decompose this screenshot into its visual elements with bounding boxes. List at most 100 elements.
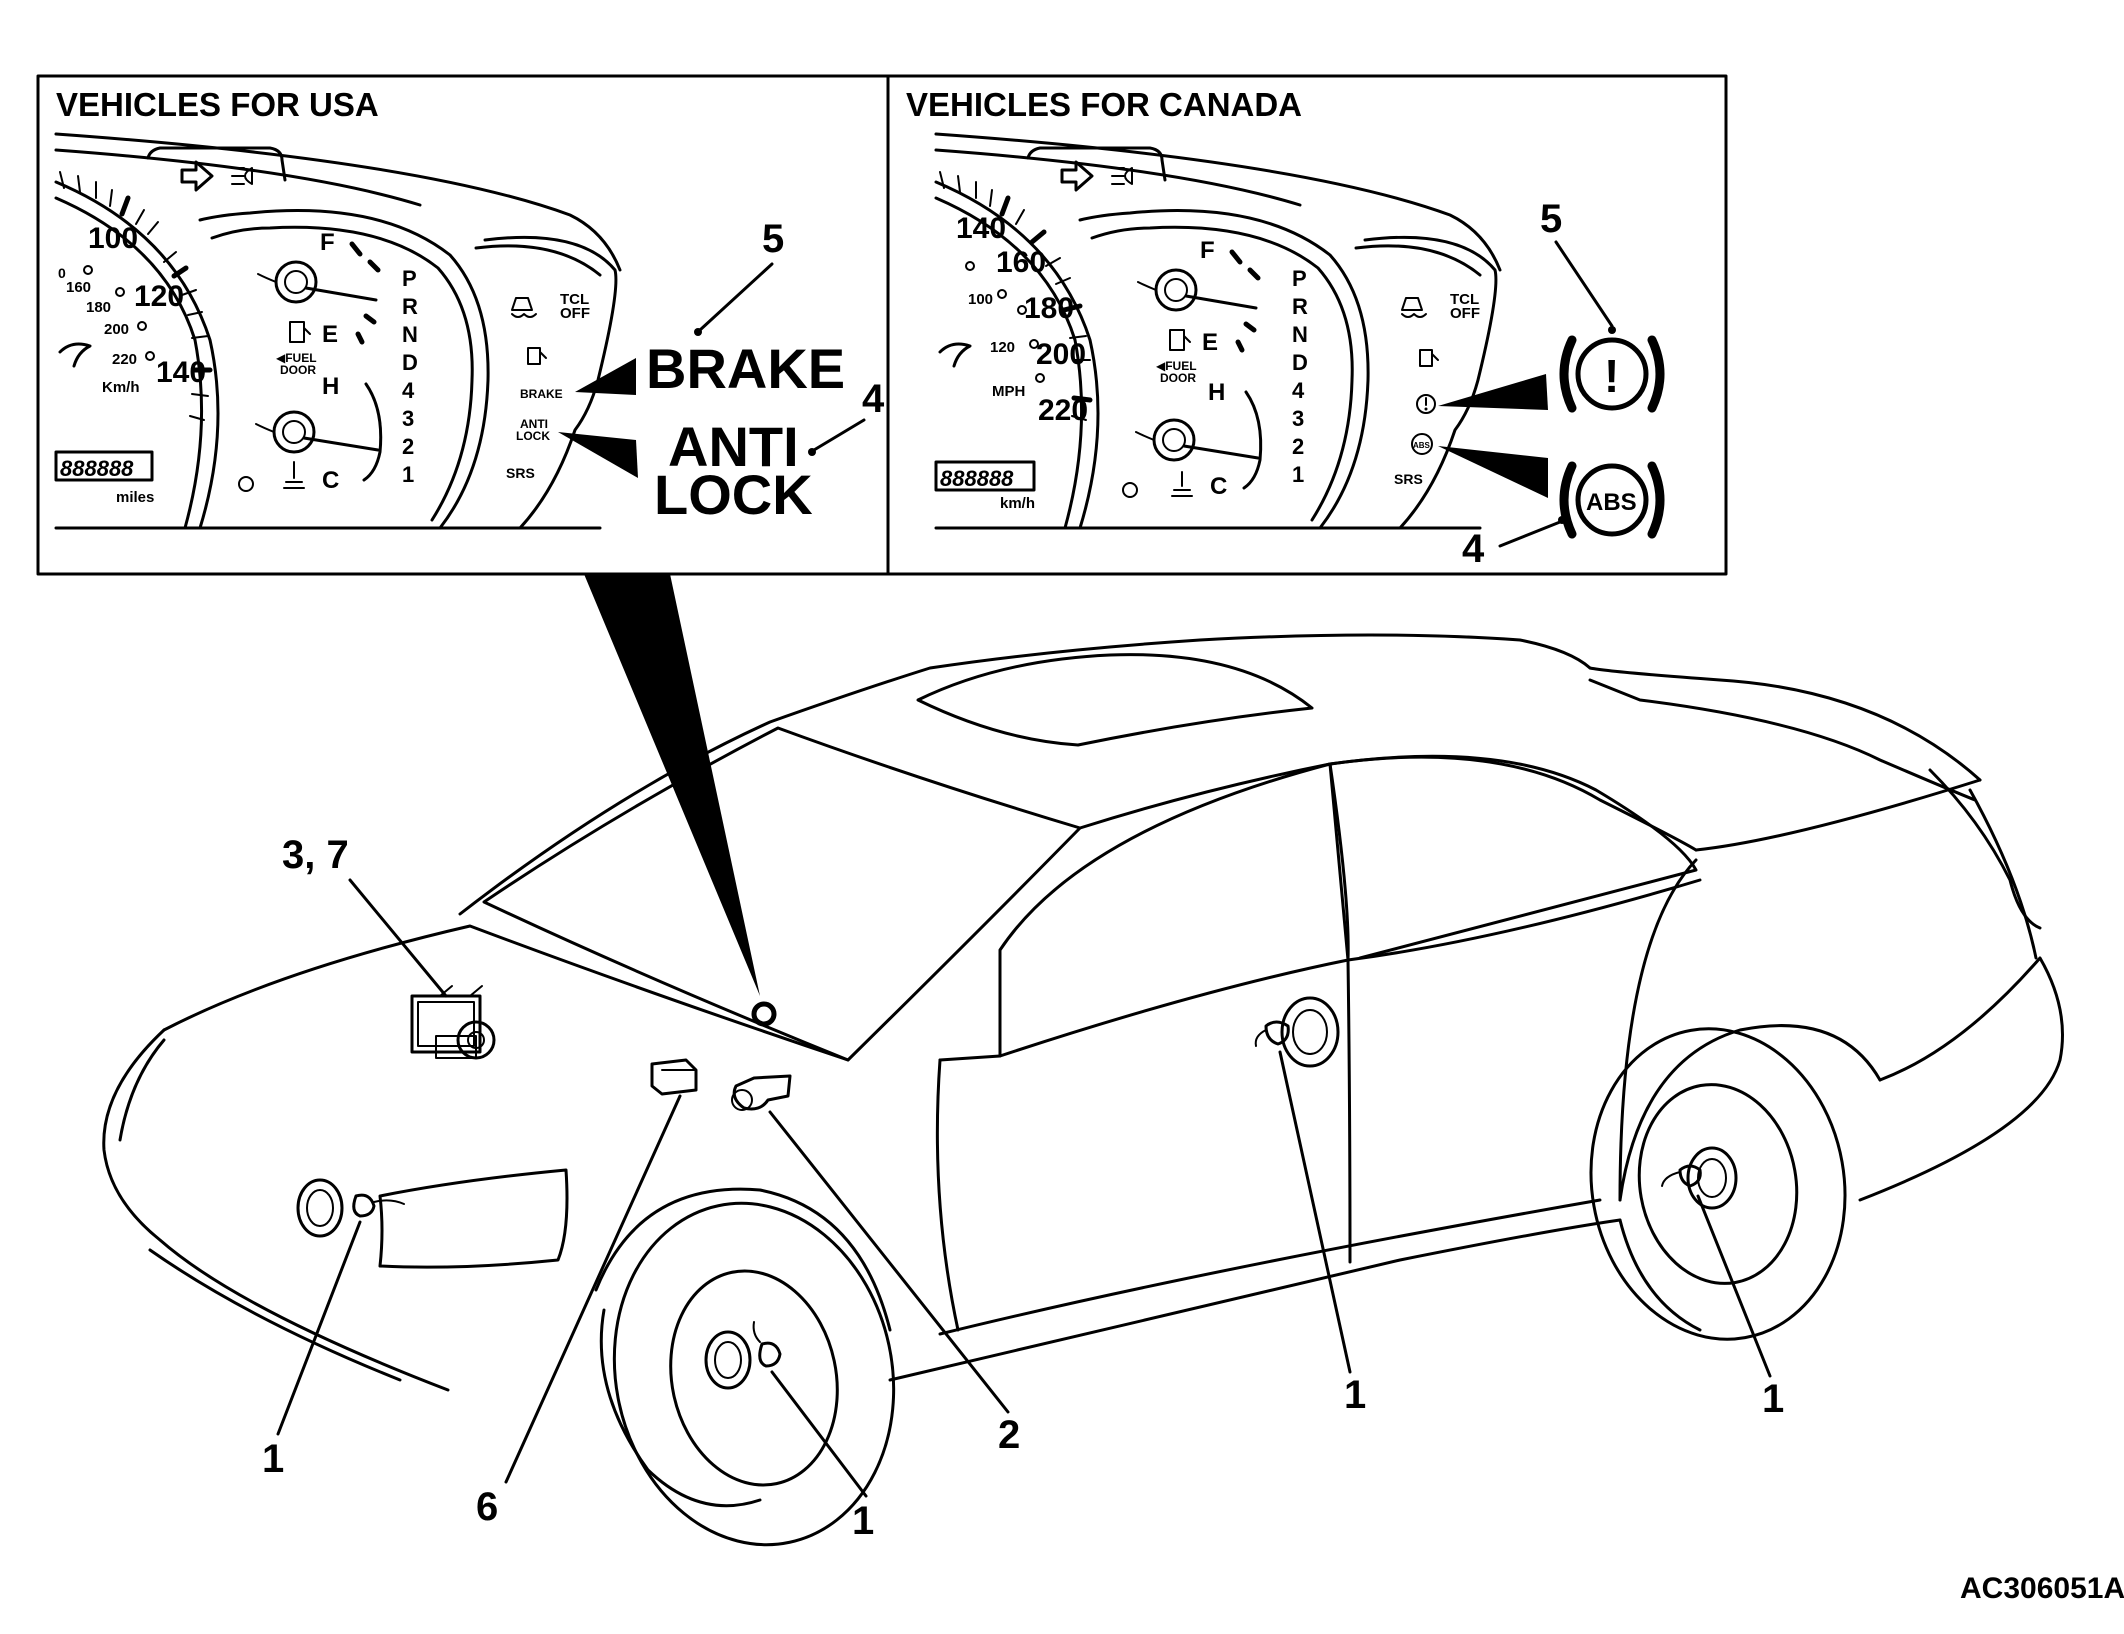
canada-speed-label-220: 220 (1038, 394, 1088, 427)
canada-panel: VEHICLES FOR CANADA (906, 86, 1665, 571)
usa-antilock-small-2: LOCK (516, 429, 550, 443)
canada-traction-icon (1401, 297, 1427, 318)
rear-quarter (1858, 956, 2064, 1202)
rear-wheel-arch (1618, 1024, 1882, 1202)
canada-callout-4: 4 (1462, 527, 1485, 571)
usa-lock-big: LOCK (654, 463, 813, 526)
abs-relay (650, 1058, 698, 1096)
canada-fuel-lamp-icon (1419, 349, 1439, 367)
canada-gear-3: 3 (1292, 406, 1304, 431)
usa-fuel-gauge (257, 241, 381, 345)
front-wheel-rim (669, 1269, 839, 1487)
canada-fuel-door-1: ◀FUEL (1156, 359, 1197, 373)
canada-small-dots (965, 261, 1045, 383)
front-door-window (998, 762, 1350, 1058)
wheel-speed-sensor-front-left (704, 1321, 782, 1390)
callout-g-sensor-leader (768, 1110, 1010, 1414)
canada-panel-title: VEHICLES FOR CANADA (906, 86, 1302, 123)
usa-temp-hot: H (322, 373, 339, 400)
callout-sensor-rear-right-leader (1696, 1194, 1772, 1378)
canada-odometer-box (934, 460, 1036, 492)
usa-brake-small: BRAKE (520, 387, 563, 401)
usa-panel: VEHICLES FOR USA (54, 86, 885, 530)
callout-sensor-front-left: 1 (852, 1499, 874, 1543)
trunk-line (1588, 678, 1977, 802)
side-sill (888, 1218, 1622, 1382)
callout-sensor-rear-mid-leader (1278, 1050, 1352, 1374)
callout-abs-unit: 3, 7 (282, 833, 349, 877)
canada-brake-warning-symbol: ! (1559, 335, 1665, 413)
sunroof (916, 653, 1314, 747)
canada-small-abs-label: ABS (1413, 441, 1431, 450)
usa-panel-title: VEHICLES FOR USA (56, 86, 379, 123)
canada-cluster-outline (934, 132, 1502, 530)
usa-speed-unit: Km/h (102, 379, 140, 396)
usa-small-label-0: 0 (58, 265, 66, 281)
callout-relay-leader (504, 1094, 682, 1484)
canada-callout-5-leader (1554, 240, 1614, 328)
canada-brake-pointer (1438, 374, 1548, 410)
canada-callout-5-dot (1608, 326, 1616, 334)
fog-lamp (378, 1168, 569, 1269)
canada-abs-warning-symbol: ABS (1559, 461, 1665, 539)
canada-speed-label-200: 200 (1036, 338, 1086, 371)
usa-temp-gauge (238, 382, 383, 492)
usa-brake-pointer (575, 358, 636, 395)
callout-sensor-rear-right: 1 (1762, 1377, 1784, 1421)
callout-sensor-front-right: 1 (262, 1437, 284, 1481)
usa-fuel-door-2: DOOR (280, 363, 316, 377)
callout-sensor-rear-mid: 1 (1344, 1373, 1366, 1417)
usa-antilock-pointer (558, 432, 638, 478)
usa-speedometer-needle-hub (58, 342, 92, 368)
usa-gear-r: R (402, 294, 418, 319)
usa-callout-4-dot (808, 448, 816, 456)
canada-small-abs-icon: ABS (1411, 433, 1433, 455)
abs-hydraulic-unit (410, 985, 496, 1060)
front-wheel-arch (594, 1187, 892, 1332)
usa-traction-icon (511, 297, 537, 318)
canada-fuel-full: F (1200, 237, 1215, 264)
canada-gear-r: R (1292, 294, 1308, 319)
usa-gear-indicator: P R N D 4 3 2 1 (402, 266, 418, 487)
canada-small-label-120: 120 (990, 339, 1015, 356)
canada-temp-hot: H (1208, 379, 1225, 406)
canada-fuel-empty: E (1202, 329, 1218, 356)
roof-rear (1588, 666, 1982, 782)
canada-gear-1: 1 (1292, 462, 1304, 487)
usa-speed-label-120: 120 (134, 280, 184, 313)
canada-gear-n: N (1292, 322, 1308, 347)
canada-tcl-off: OFF (1450, 305, 1480, 322)
canada-gear-d: D (1292, 350, 1308, 375)
usa-gear-p: P (402, 266, 417, 291)
canada-gear-indicator: P R N D 4 3 2 1 (1292, 266, 1308, 487)
usa-antilock-small-1: ANTI (520, 417, 548, 431)
canada-callout-5: 5 (1540, 197, 1562, 241)
usa-small-label-200: 200 (104, 321, 129, 338)
usa-callout-4-leader (812, 418, 866, 452)
wheel-speed-sensor-rear-left (1254, 996, 1340, 1068)
g-sensor (731, 1074, 792, 1111)
rear-wheel-rim (1637, 1083, 1799, 1285)
rear-wheel (1589, 1027, 1847, 1341)
usa-fuel-lamp-icon (527, 347, 547, 365)
canada-gear-4: 4 (1292, 378, 1305, 403)
usa-odometer: 888888 (60, 456, 134, 481)
canada-temp-gauge (1122, 390, 1263, 498)
fog-light-icon-canada (1111, 167, 1133, 185)
usa-gear-2: 2 (402, 434, 414, 459)
usa-callout-5-dot (694, 328, 702, 336)
usa-anti-big: ANTI (668, 415, 799, 478)
canada-gear-p: P (1292, 266, 1307, 291)
canada-speed-label-180: 180 (1024, 292, 1074, 325)
canada-callout-4-dot (1558, 516, 1566, 524)
wheel-speed-sensor-front-right (296, 1178, 405, 1238)
instrument-panels-frame (36, 74, 1728, 576)
usa-gear-3: 3 (402, 406, 414, 431)
callout-sensor-front-right-leader (276, 1220, 362, 1436)
usa-callout-4: 4 (862, 377, 885, 421)
canada-abs-pointer (1438, 446, 1548, 498)
usa-speedometer-ticks (59, 171, 213, 421)
usa-speed-label-100: 100 (88, 222, 138, 255)
usa-gear-n: N (402, 322, 418, 347)
